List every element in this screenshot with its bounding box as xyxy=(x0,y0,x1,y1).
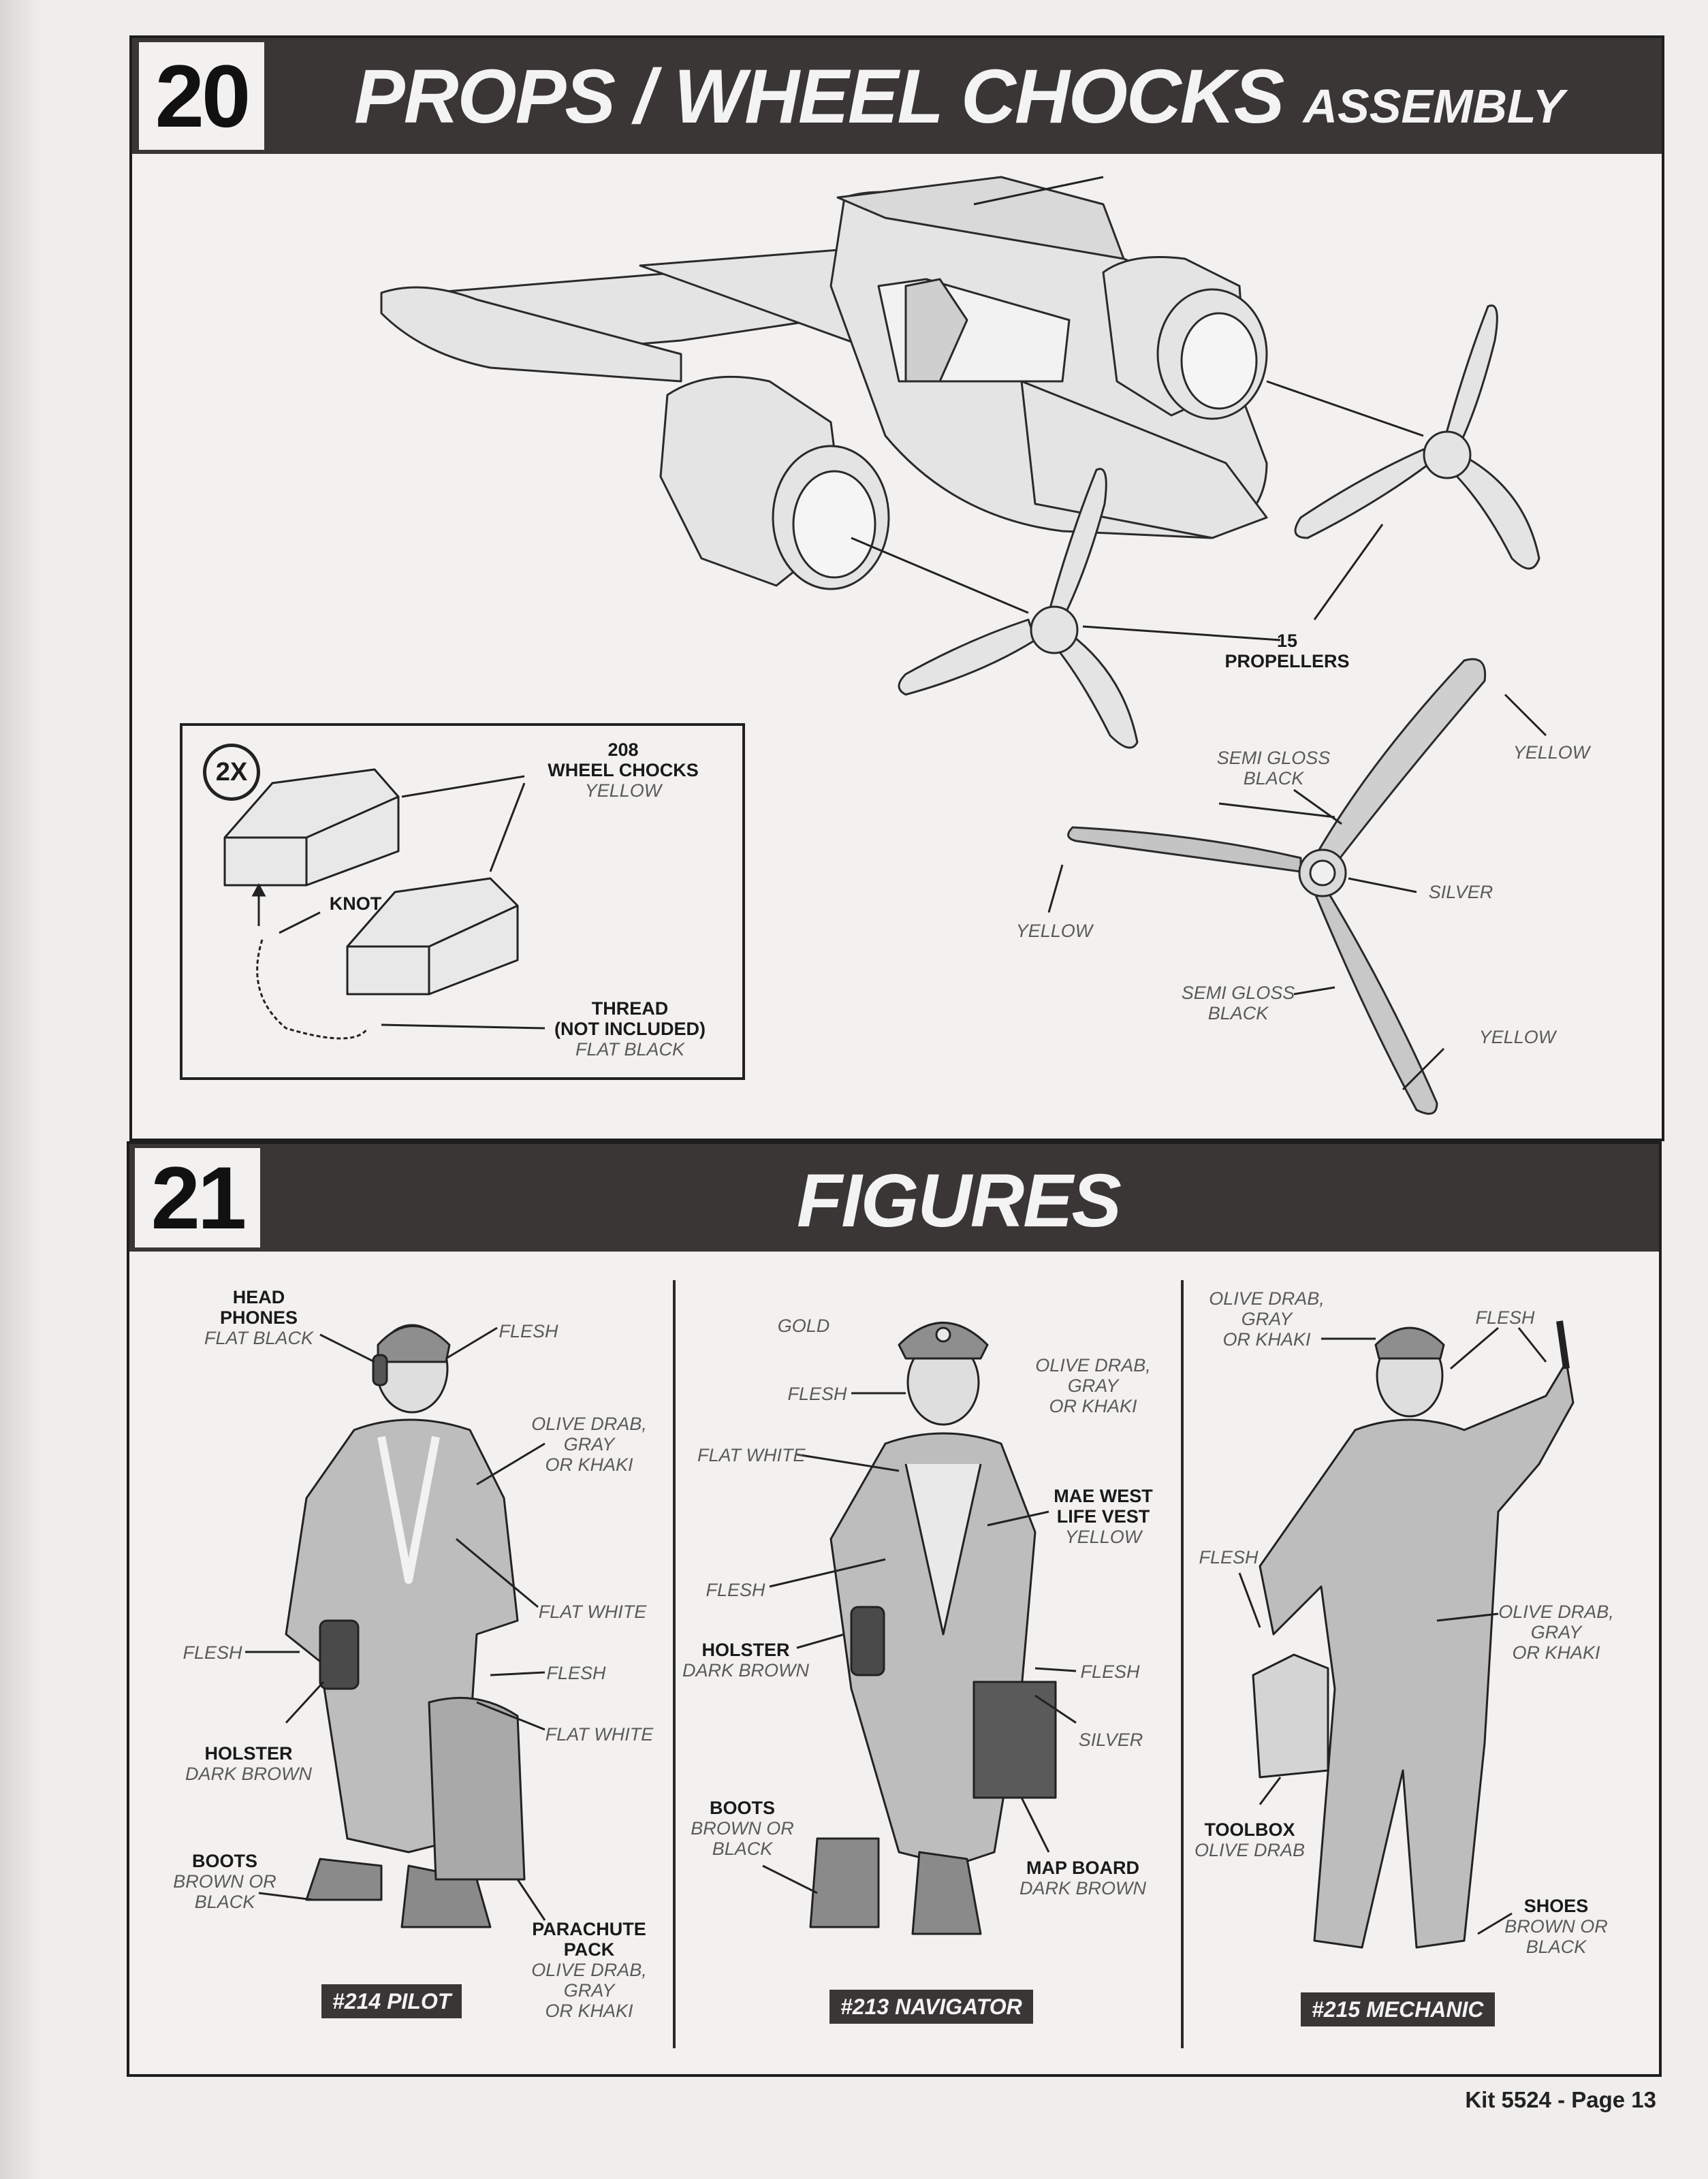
step-20-title-main: PROPS / WHEEL CHOCKS xyxy=(354,54,1284,139)
mechanic-shoes-label: SHOES BROWN OR BLACK xyxy=(1504,1896,1608,1957)
step-20-header xyxy=(132,38,1662,154)
prop-tip-left-label: YELLOW xyxy=(1015,921,1093,941)
prop-tip-bottom-label: YELLOW xyxy=(1478,1027,1556,1047)
pilot-strap-label: FLAT WHITE xyxy=(545,1724,654,1745)
prop-blade-top-label: SEMI GLOSS BLACK xyxy=(1216,748,1331,789)
page-footer: Kit 5524 - Page 13 xyxy=(1465,2087,1656,2112)
propeller-right xyxy=(1294,304,1540,570)
pilot-flesh-right-label: FLESH xyxy=(546,1663,606,1683)
step-21-number: 21 xyxy=(135,1148,260,1247)
page-gutter-shadow xyxy=(0,0,41,2179)
wheel-chocks-label: 208 WHEEL CHOCKS YELLOW xyxy=(548,739,699,801)
navigator-gold-label: GOLD xyxy=(777,1316,830,1336)
navigator-vest-label: MAE WEST LIFE VEST YELLOW xyxy=(1054,1486,1153,1547)
mechanic-flesh-hand-label: FLESH xyxy=(1199,1547,1259,1568)
figures-divider-1 xyxy=(673,1280,676,2048)
pilot-holster-label: HOLSTER DARK BROWN xyxy=(185,1743,312,1784)
mechanic-cap-label: OLIVE DRAB, GRAY OR KHAKI xyxy=(1209,1288,1325,1350)
mechanic-suit-label: OLIVE DRAB, GRAY OR KHAKI xyxy=(1498,1602,1614,1663)
pilot-headphones-label: HEAD PHONES FLAT BLACK xyxy=(204,1287,314,1348)
pilot-flesh-face-label: FLESH xyxy=(499,1321,558,1341)
navigator-tag: #213 NAVIGATOR xyxy=(829,1990,1033,2024)
navigator-boots-label: BOOTS BROWN OR BLACK xyxy=(691,1798,794,1859)
navigator-flesh-face-label: FLESH xyxy=(787,1384,847,1404)
wheel-chocks-drawing xyxy=(223,768,519,996)
mechanic-tag: #215 MECHANIC xyxy=(1301,1992,1495,2026)
step-20-title: PROPS / WHEEL CHOCKS ASSEMBLY xyxy=(354,53,1564,150)
prop-blade-bottom-label: SEMI GLOSS BLACK xyxy=(1181,983,1295,1023)
mechanic-toolbox-label: TOOLBOX OLIVE DRAB xyxy=(1194,1819,1306,1860)
navigator-flat-white-label: FLAT WHITE xyxy=(697,1445,806,1465)
mechanic-figure xyxy=(1252,1320,1575,1949)
navigator-map-label: MAP BOARD DARK BROWN xyxy=(1019,1858,1146,1898)
step-20-title-suffix: ASSEMBLY xyxy=(1303,80,1565,133)
navigator-holster-label: HOLSTER DARK BROWN xyxy=(682,1640,809,1681)
step-21-title: FIGURES xyxy=(797,1159,1122,1243)
pilot-flesh-left-label: FLESH xyxy=(183,1642,242,1663)
pilot-figure xyxy=(285,1324,526,1928)
navigator-figure xyxy=(809,1322,1057,1935)
navigator-silver-label: SILVER xyxy=(1078,1730,1143,1750)
navigator-flesh-right-label: FLESH xyxy=(1080,1661,1140,1682)
thread-label: THREAD (NOT INCLUDED) FLAT BLACK xyxy=(554,998,706,1060)
knot-label: KNOT xyxy=(329,893,382,914)
pilot-pack-label: PARACHUTE PACK OLIVE DRAB, GRAY OR KHAKI xyxy=(531,1919,647,2021)
pilot-harness-label: FLAT WHITE xyxy=(538,1602,647,1622)
propeller-left xyxy=(898,468,1139,749)
navigator-flesh-hand-label: FLESH xyxy=(706,1580,765,1600)
mechanic-flesh-face-label: FLESH xyxy=(1475,1307,1535,1328)
quantity-2x-badge: 2X xyxy=(203,744,260,801)
prop-hub-label: SILVER xyxy=(1428,882,1493,902)
propeller-color-guide xyxy=(1067,658,1487,1115)
propellers-label: 15 PROPELLERS xyxy=(1224,631,1350,671)
step-21-header xyxy=(129,1144,1659,1252)
pilot-suit-label: OLIVE DRAB, GRAY OR KHAKI xyxy=(531,1414,647,1475)
navigator-suit-label: OLIVE DRAB, GRAY OR KHAKI xyxy=(1035,1355,1151,1416)
figures-divider-2 xyxy=(1181,1280,1184,2048)
pilot-boots-label: BOOTS BROWN OR BLACK xyxy=(173,1851,276,1912)
pilot-tag: #214 PILOT xyxy=(321,1984,462,2018)
airplane-drawing xyxy=(380,176,1268,590)
step-20-number: 20 xyxy=(139,42,264,150)
prop-tip-top-label: YELLOW xyxy=(1513,742,1590,763)
